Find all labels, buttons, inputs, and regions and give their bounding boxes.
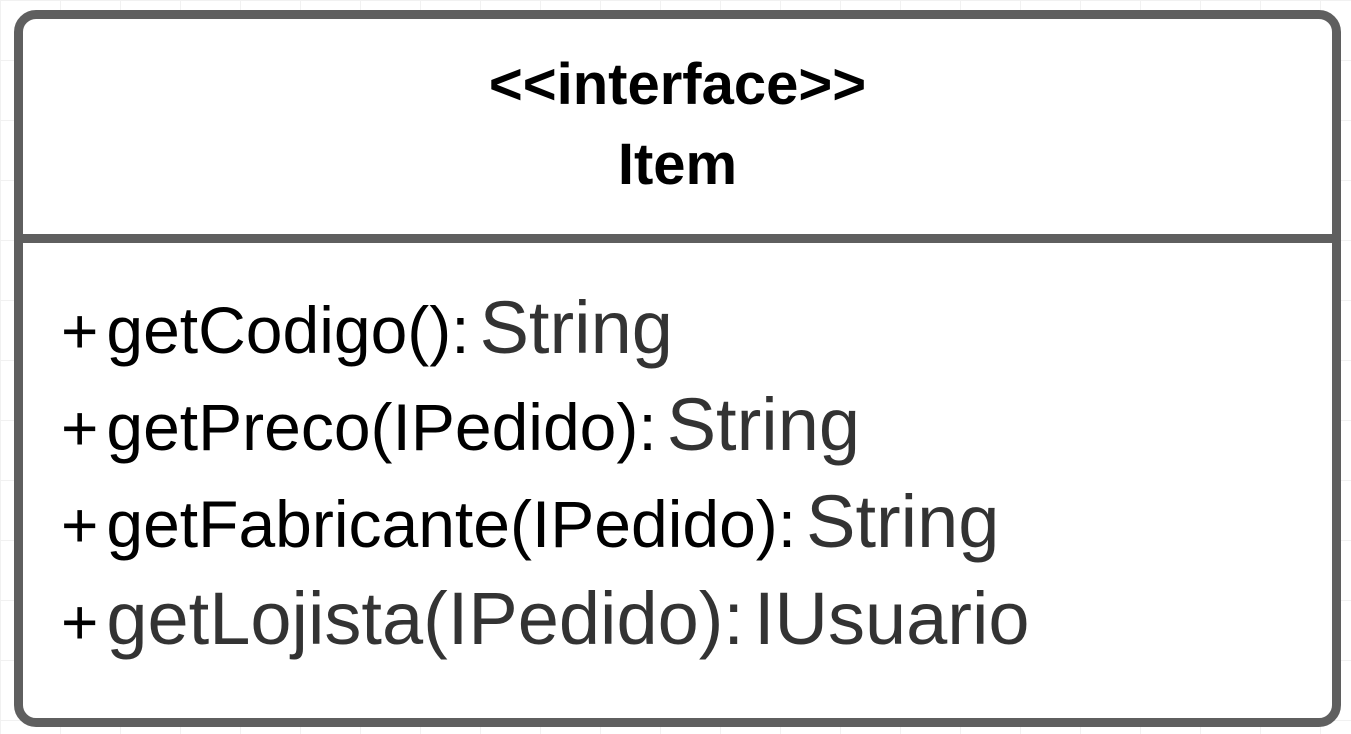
operation-return-type: String xyxy=(479,286,673,369)
operation-visibility: + xyxy=(61,392,99,464)
operation-get-lojista: +getLojista(IPedido):IUsuario xyxy=(61,570,1312,667)
class-name: Item xyxy=(617,132,738,197)
operation-signature: getCodigo(): xyxy=(106,293,470,367)
operation-visibility: + xyxy=(61,586,99,658)
operation-signature: getFabricante(IPedido): xyxy=(106,487,797,561)
operation-signature: getPreco(IPedido): xyxy=(106,390,657,464)
uml-class-box[interactable]: <<interface>> Item +getCodigo():String +… xyxy=(14,10,1341,727)
compartment-divider xyxy=(23,234,1332,243)
operation-get-preco: +getPreco(IPedido):String xyxy=(61,376,1312,473)
operation-return-type: String xyxy=(806,480,1000,563)
operation-get-codigo: +getCodigo():String xyxy=(61,279,1312,376)
class-header: <<interface>> Item xyxy=(23,19,1332,234)
operation-get-fabricante: +getFabricante(IPedido):String xyxy=(61,473,1312,570)
operations-compartment: +getCodigo():String +getPreco(IPedido):S… xyxy=(61,279,1312,667)
operation-return-type: String xyxy=(666,383,860,466)
class-stereotype: <<interface>> xyxy=(488,52,867,117)
operation-visibility: + xyxy=(61,295,99,367)
operation-visibility: + xyxy=(61,489,99,561)
operation-return-type: IUsuario xyxy=(753,577,1030,660)
operation-signature: getLojista(IPedido): xyxy=(106,577,744,660)
